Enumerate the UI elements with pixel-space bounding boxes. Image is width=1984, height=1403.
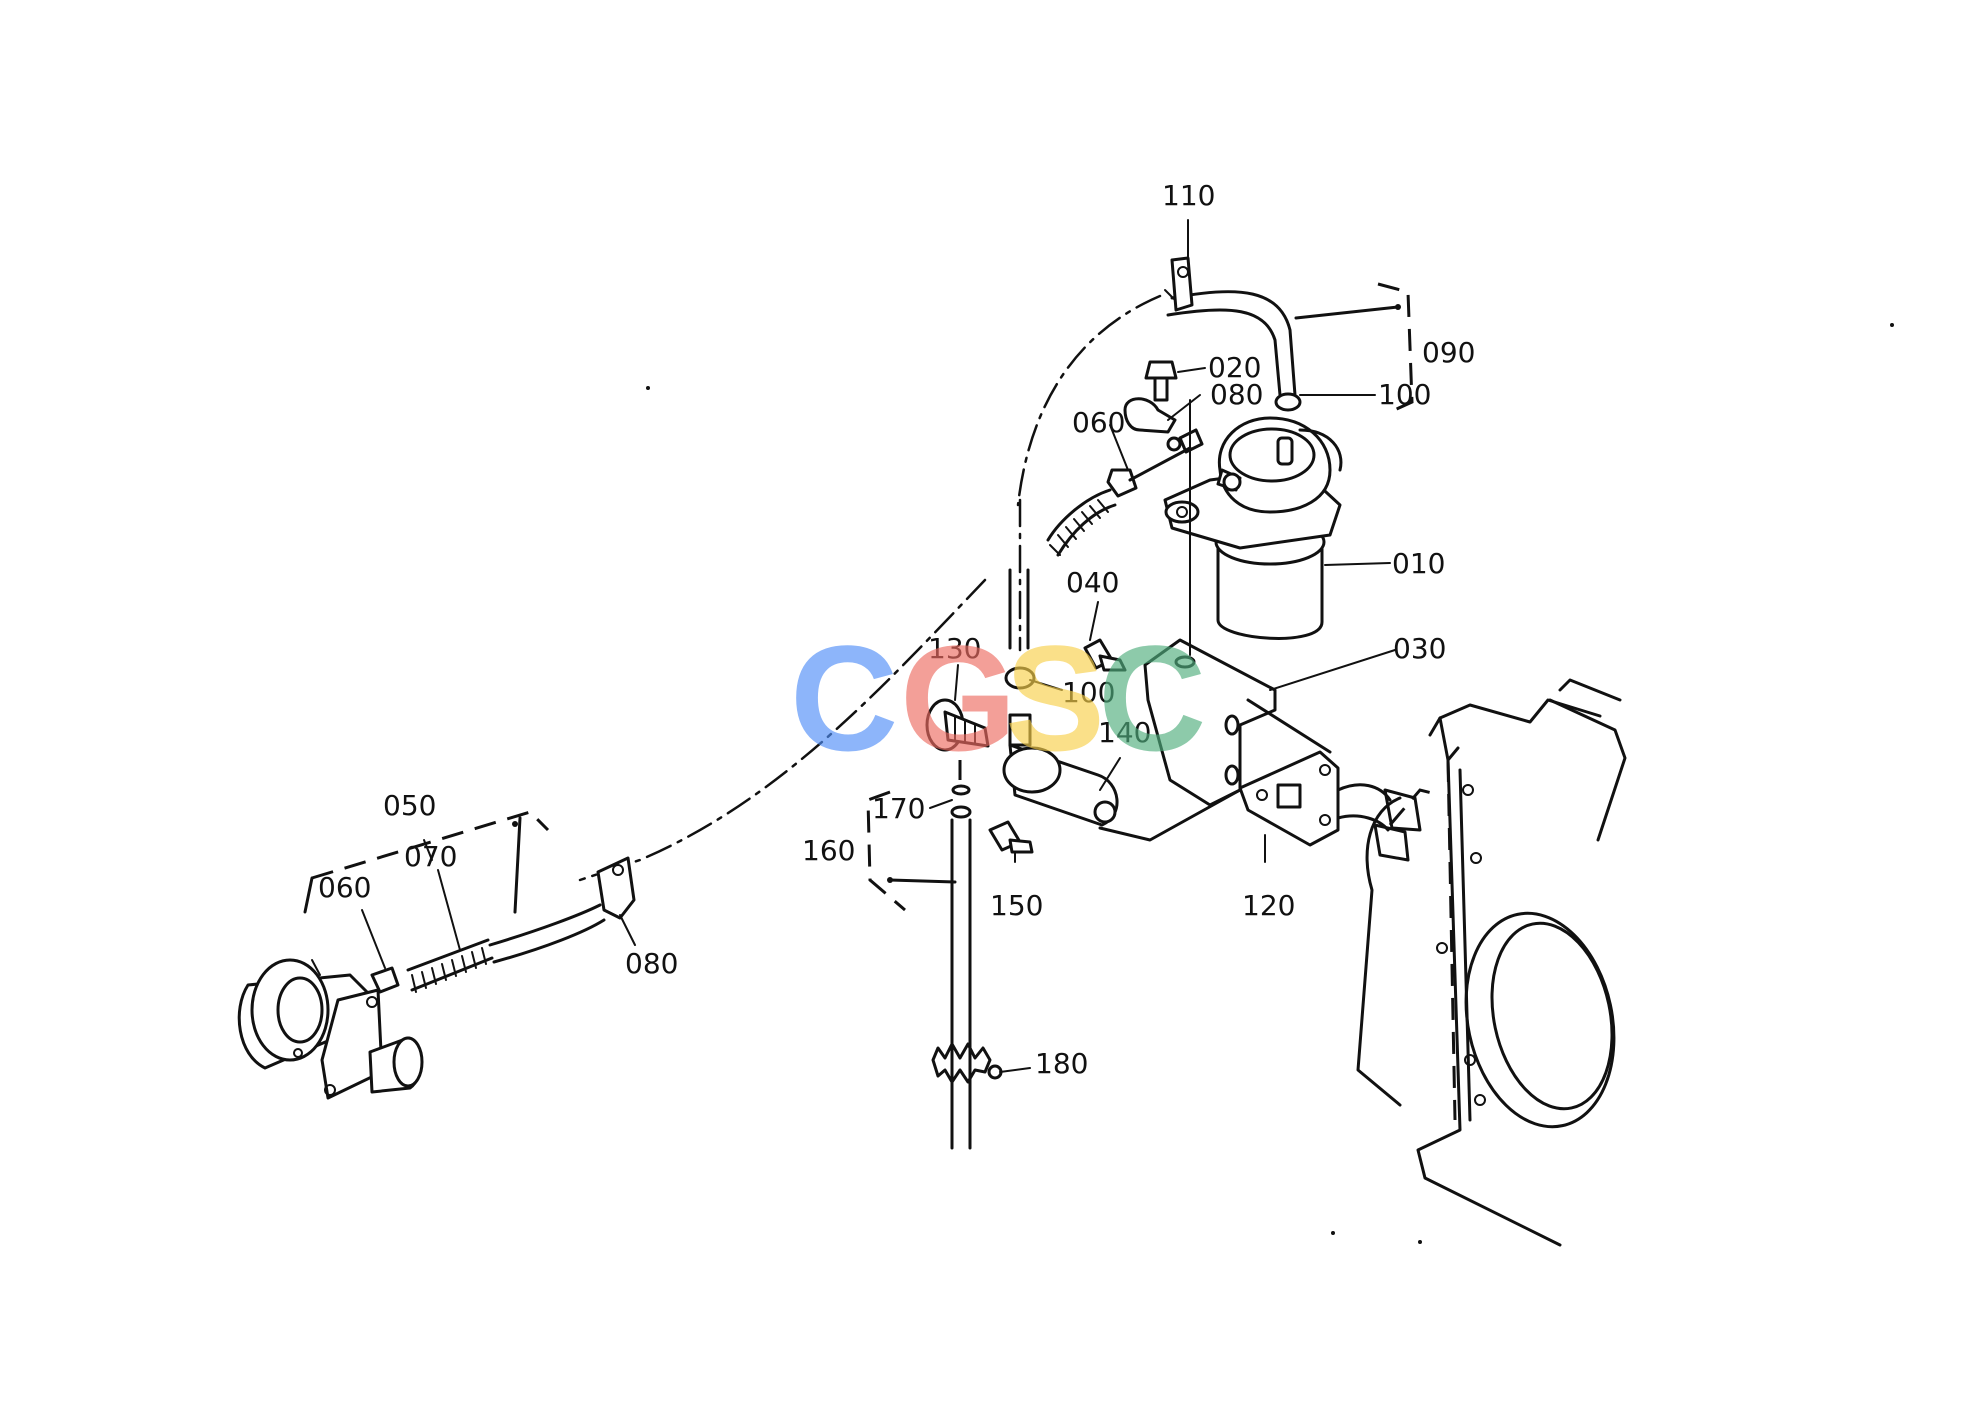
label-160: 160 bbox=[802, 834, 855, 867]
bolt-150 bbox=[988, 820, 1034, 854]
fuel-filter bbox=[1163, 416, 1343, 640]
bolt-040 bbox=[1083, 638, 1127, 672]
label-010: 010 bbox=[1392, 547, 1445, 580]
clamp-080-top bbox=[1123, 397, 1177, 434]
engine-block bbox=[1356, 678, 1627, 1247]
watermark-letter-c1: C bbox=[790, 614, 898, 782]
plate-120 bbox=[1238, 698, 1392, 847]
label-080-bottom: 080 bbox=[625, 947, 678, 980]
bolt-020 bbox=[1144, 360, 1178, 402]
fitting-130 bbox=[925, 698, 990, 752]
part-labels: 110 020 090 080 100 060 010 040 030 130 … bbox=[318, 179, 1475, 1080]
leader-lines bbox=[361, 219, 1396, 1073]
spring-upper bbox=[1046, 446, 1192, 557]
label-070: 070 bbox=[404, 840, 457, 873]
label-100-top: 100 bbox=[1378, 378, 1431, 411]
label-060-bottom: 060 bbox=[318, 871, 371, 904]
watermark-letter-c2: C bbox=[1098, 614, 1206, 782]
watermark-logo: C G S C bbox=[790, 614, 1206, 782]
label-140: 140 bbox=[1098, 716, 1151, 749]
label-050: 050 bbox=[383, 789, 436, 822]
label-100-mid: 100 bbox=[1062, 676, 1115, 709]
label-040: 040 bbox=[1066, 566, 1119, 599]
label-030: 030 bbox=[1393, 632, 1446, 665]
label-090: 090 bbox=[1422, 336, 1475, 369]
bracket-090 bbox=[1377, 282, 1414, 414]
watermark-letter-s: S bbox=[1005, 614, 1105, 782]
label-020: 020 bbox=[1208, 351, 1261, 384]
label-130: 130 bbox=[928, 632, 981, 665]
pipe-160 bbox=[866, 760, 1003, 1150]
spring-lower bbox=[303, 810, 636, 993]
pump-lower bbox=[237, 958, 424, 1100]
label-150: 150 bbox=[990, 889, 1043, 922]
label-170: 170 bbox=[872, 792, 925, 825]
label-060-top: 060 bbox=[1072, 406, 1125, 439]
label-120: 120 bbox=[1242, 889, 1295, 922]
bracket-030 bbox=[1143, 399, 1277, 807]
hose-090 bbox=[1164, 256, 1401, 412]
fitting-140 bbox=[1002, 713, 1242, 842]
fuel-line bbox=[578, 294, 1162, 882]
specks bbox=[646, 323, 1894, 1244]
label-110: 110 bbox=[1162, 179, 1215, 212]
watermark-letter-g: G bbox=[900, 614, 1017, 782]
label-180: 180 bbox=[1035, 1047, 1088, 1080]
label-080-top: 080 bbox=[1210, 378, 1263, 411]
